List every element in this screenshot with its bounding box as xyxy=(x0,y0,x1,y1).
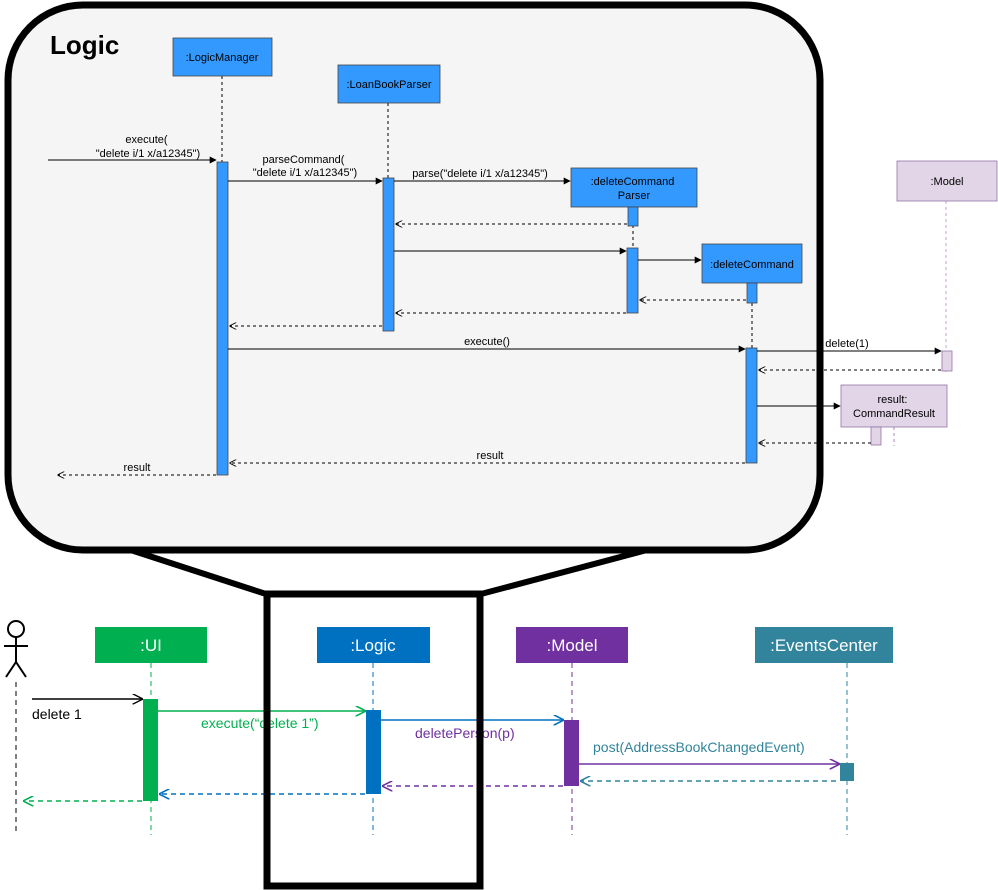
logic-box xyxy=(317,627,430,663)
msg-delete-model-label: delete(1) xyxy=(825,338,868,350)
model-detail-label: :Model xyxy=(930,176,963,188)
msg-parse-command-label: parseCommand( "delete i/1 x/a12345") xyxy=(253,154,357,179)
msg-parse-label: parse("delete i/1 x/a12345") xyxy=(412,168,548,180)
msg-delete-person-label: deletePerson(p) xyxy=(415,725,515,741)
activation-events xyxy=(840,763,854,781)
msg-execute-call-label: execute() xyxy=(464,336,510,348)
activation-delete-parser-1 xyxy=(627,206,639,227)
msg-execute-in-label: execute( "delete i/1 x/a12345") xyxy=(96,134,200,160)
activation-ui xyxy=(143,699,158,801)
ui-box xyxy=(95,627,207,663)
delete-command-label: :deleteCommand xyxy=(710,259,794,271)
logic-zoom-highlight xyxy=(263,590,484,890)
logic-manager-label: :LogicManager xyxy=(186,52,259,64)
msg-execute-label: execute(“delete 1”) xyxy=(201,715,319,731)
logic-frame xyxy=(4,1,824,554)
logic-label: :Logic xyxy=(350,636,396,655)
parser-label: :LoanBookParser xyxy=(347,79,432,91)
user-actor-icon xyxy=(4,620,28,678)
activation-delete-command-1 xyxy=(746,282,758,304)
events-box xyxy=(755,627,893,663)
msg-user-input-label: delete 1 xyxy=(32,706,82,722)
delete-parser-box xyxy=(570,167,698,208)
activation-result xyxy=(870,426,882,446)
msg-post-label: post(AddressBookChangedEvent) xyxy=(593,739,805,755)
activation-model xyxy=(564,720,579,786)
parser-box xyxy=(337,64,441,104)
logic-frame-title: Logic xyxy=(50,30,119,60)
return-result-label: result xyxy=(477,450,504,462)
model-label: :Model xyxy=(546,636,597,655)
delete-parser-label: :deleteCommand Parser xyxy=(591,176,678,202)
ui-label: :UI xyxy=(140,636,162,655)
model-box xyxy=(516,627,628,663)
activation-logic-manager xyxy=(216,161,229,476)
events-label: :EventsCenter xyxy=(770,636,878,655)
result-box xyxy=(840,384,948,428)
activation-delete-parser-2 xyxy=(626,247,639,314)
return-result-out-label: result xyxy=(124,462,151,474)
activation-model-detail xyxy=(941,350,953,372)
logic-manager-box xyxy=(172,37,273,77)
activation-parser xyxy=(382,177,395,332)
activation-delete-command-2 xyxy=(745,347,758,464)
activation-logic xyxy=(366,710,381,794)
model-detail-box xyxy=(896,160,998,202)
result-label: result: CommandResult xyxy=(853,394,935,420)
